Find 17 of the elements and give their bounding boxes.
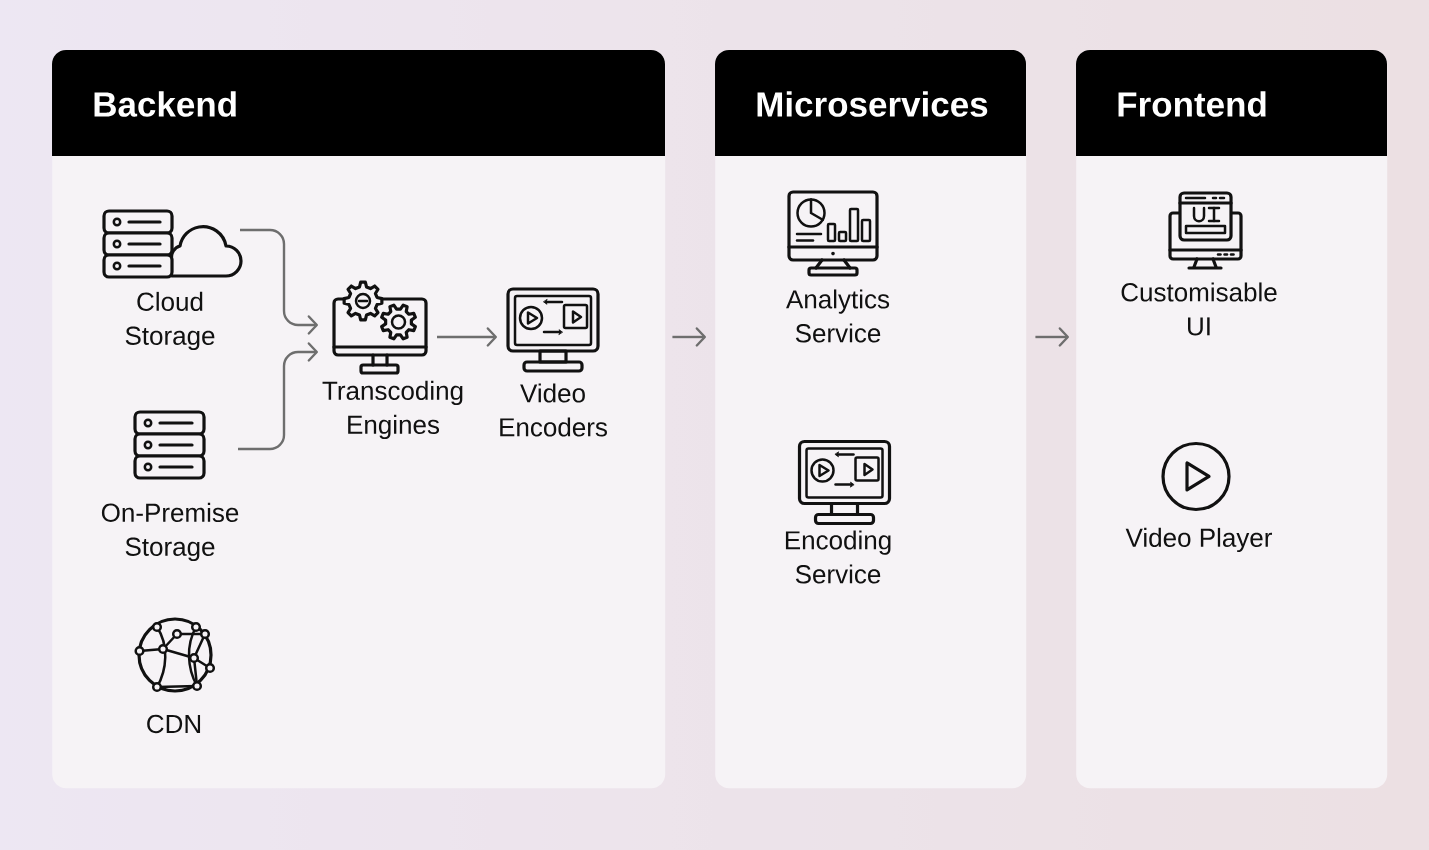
item-label: Encoding Service [785,530,891,584]
item-label: Video Player [1125,527,1272,553]
item-label: Video Encoders [500,383,607,437]
item-label: Analytics Service [786,289,890,343]
item-label: Transcoding Engines [322,380,463,440]
header-bar: Frontend [1076,50,1387,156]
item-label: On-Premise Storage [101,502,239,562]
header-bar: Backend [52,50,665,156]
header-bar: Microservices [715,50,1026,156]
arrow [672,327,706,347]
item-label: Customisable UI [1121,282,1277,336]
item-label: Cloud Storage [125,291,215,351]
arrow [1035,327,1069,347]
arrow [238,342,318,451]
arrow [240,228,318,335]
arrow [437,327,497,347]
item-label: CDN [147,714,201,734]
